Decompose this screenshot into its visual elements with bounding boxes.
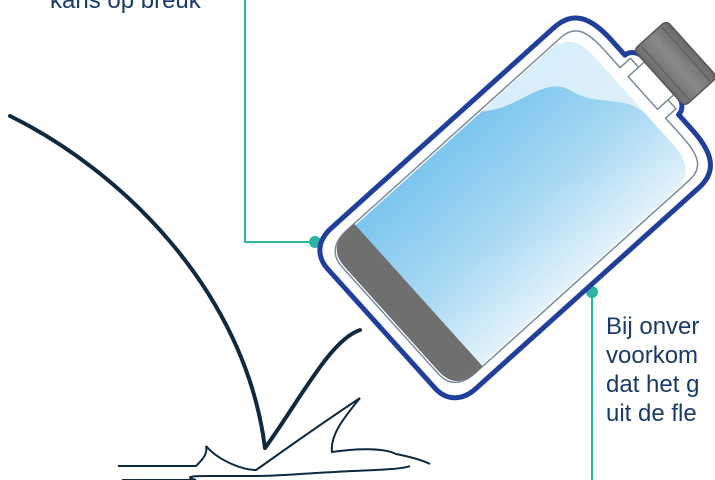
callout-right-line: voorkom bbox=[606, 341, 699, 370]
motion-arc bbox=[10, 116, 265, 448]
callout-top-line: kans op breuk bbox=[50, 0, 201, 15]
callout-right-line: Bij onver bbox=[606, 312, 699, 341]
callout-label-top: kans op breuk bbox=[50, 0, 201, 15]
callout-line-top bbox=[245, 0, 321, 248]
impact-splash-icon bbox=[118, 398, 430, 480]
callout-right-line: uit de fle bbox=[606, 399, 699, 428]
callout-line-right bbox=[586, 286, 598, 480]
callout-right-line: dat het g bbox=[606, 370, 699, 399]
